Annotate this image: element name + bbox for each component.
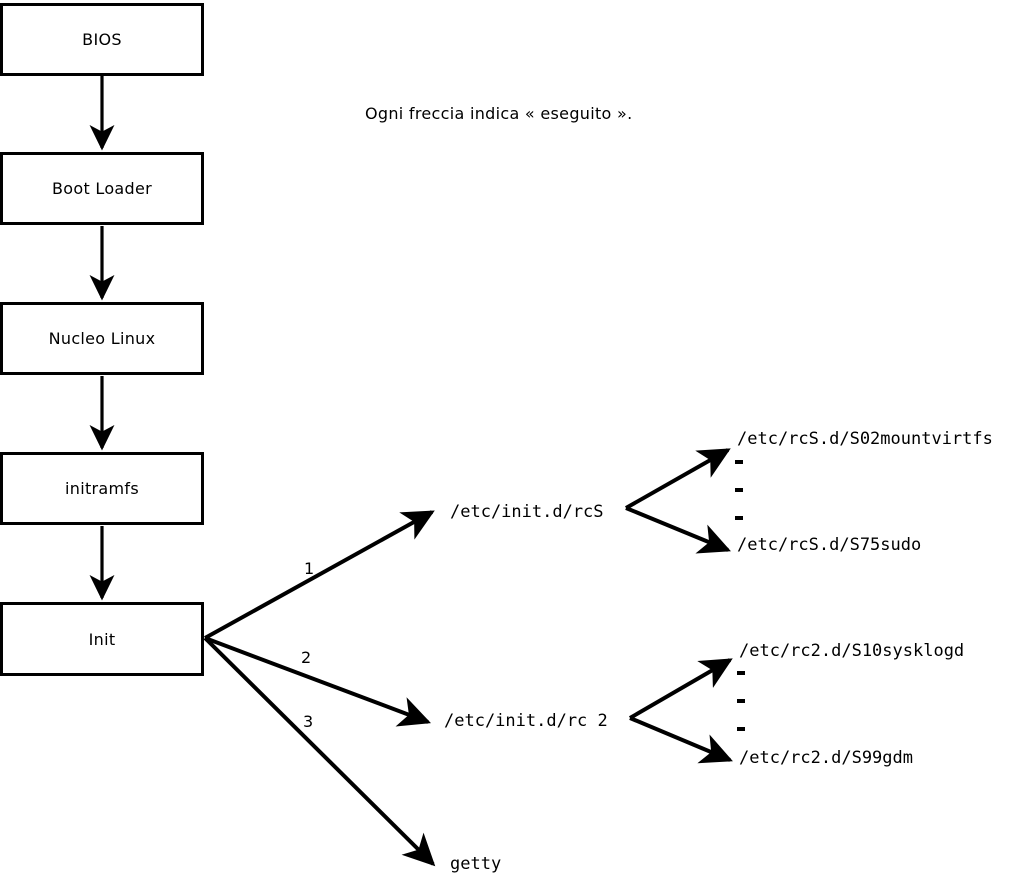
edge-number-3: 3 — [303, 712, 314, 731]
rcs-vertical-ellipsis-icon — [735, 460, 745, 520]
label-rc2-last-script[interactable]: /etc/rc2.d/S99gdm — [739, 748, 913, 768]
node-nucleo-linux[interactable]: Nucleo Linux — [0, 302, 204, 375]
label-rcs-last-script[interactable]: /etc/rcS.d/S75sudo — [737, 535, 922, 555]
node-boot-loader[interactable]: Boot Loader — [0, 152, 204, 225]
edge-number-2: 2 — [301, 648, 312, 667]
node-initramfs-label: initramfs — [65, 479, 139, 498]
node-nucleo-linux-label: Nucleo Linux — [48, 329, 156, 348]
arrow-init-to-rc2 — [204, 636, 431, 727]
node-init[interactable]: Init — [0, 602, 204, 676]
node-initramfs[interactable]: initramfs — [0, 452, 204, 525]
rc2-vertical-ellipsis-icon — [737, 671, 747, 731]
label-rcs-first-script[interactable]: /etc/rcS.d/S02mountvirtfs — [737, 429, 993, 449]
node-bios-label: BIOS — [82, 30, 122, 49]
arrow-init-to-rcs — [204, 510, 435, 640]
label-etc-init-d-rc-2[interactable]: /etc/init.d/rc 2 — [444, 711, 608, 731]
label-rc2-first-script[interactable]: /etc/rc2.d/S10sysklogd — [739, 641, 965, 661]
arrow-rc2-to-last — [629, 716, 733, 764]
arrow-rcs-to-last — [625, 506, 731, 554]
arrow-rc2-to-first — [628, 658, 733, 720]
node-boot-loader-label: Boot Loader — [51, 179, 153, 198]
arrow-rcs-to-first — [625, 448, 731, 510]
label-getty[interactable]: getty — [450, 854, 502, 874]
arrow-init-to-getty — [203, 636, 436, 867]
node-bios[interactable]: BIOS — [0, 3, 204, 76]
edge-number-1: 1 — [304, 559, 315, 578]
diagram-caption: Ogni freccia indica « eseguito ». — [365, 104, 633, 123]
label-etc-init-d-rcs[interactable]: /etc/init.d/rcS — [450, 502, 604, 522]
node-init-label: Init — [88, 629, 116, 649]
